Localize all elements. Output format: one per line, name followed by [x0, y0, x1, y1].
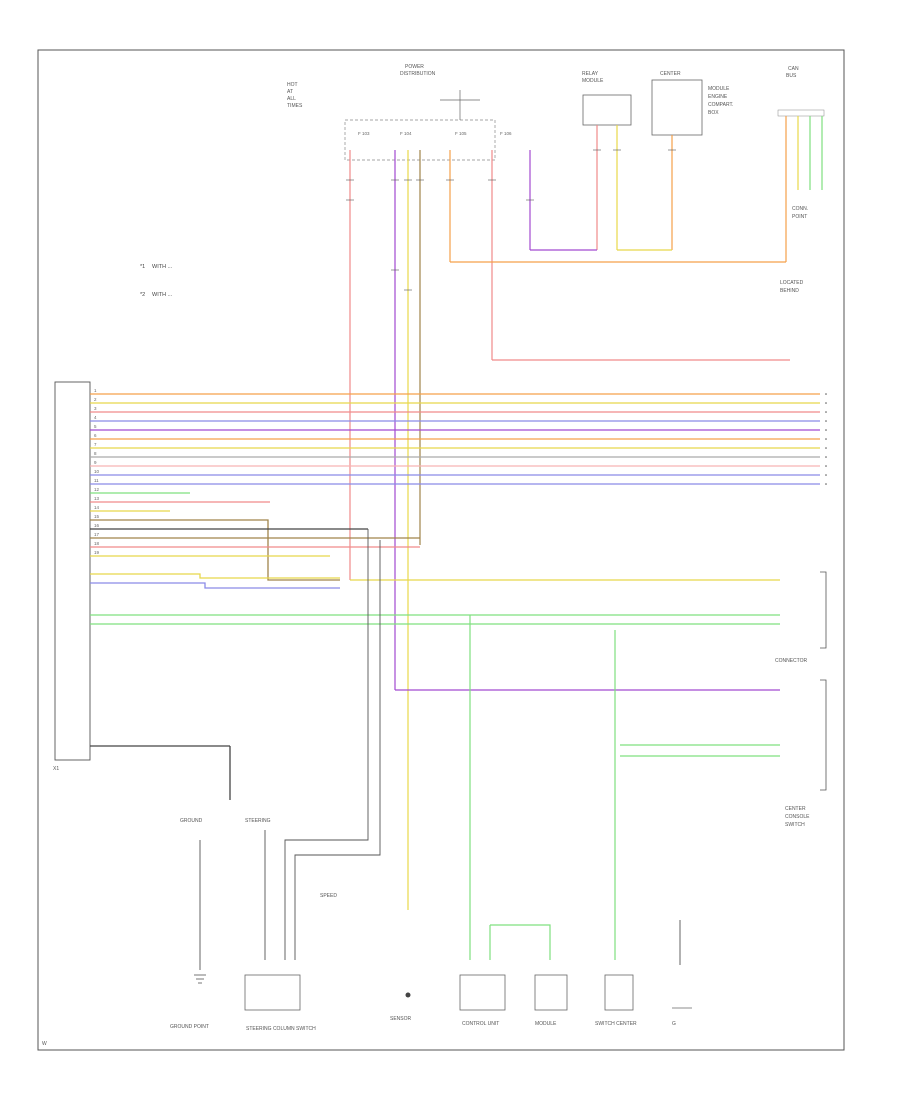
right-terminals	[825, 393, 827, 485]
svg-text:CAN: CAN	[788, 66, 799, 72]
svg-text:13: 13	[94, 496, 100, 501]
top-bus	[450, 249, 790, 361]
svg-text:F 106: F 106	[500, 131, 512, 136]
right-brackets	[820, 571, 827, 791]
svg-text:MODULE: MODULE	[582, 78, 604, 84]
svg-text:1: 1	[94, 388, 97, 393]
ground-symbol	[194, 974, 206, 984]
legend-2-text: WITH ...	[152, 292, 173, 298]
svg-text:18: 18	[94, 541, 100, 546]
legend-2-marker: *2	[140, 292, 145, 298]
center-module	[651, 79, 703, 136]
svg-text:9: 9	[94, 460, 97, 465]
svg-text:POINT: POINT	[792, 214, 807, 220]
svg-text:12: 12	[94, 487, 100, 492]
svg-text:5: 5	[94, 424, 97, 429]
svg-text:CENTER: CENTER	[785, 806, 806, 812]
steering-module-box	[244, 974, 301, 1011]
svg-text:2: 2	[94, 397, 97, 402]
svg-text:19: 19	[94, 550, 100, 555]
svg-text:LOCATED: LOCATED	[780, 280, 804, 286]
svg-text:CONSOLE: CONSOLE	[785, 814, 810, 820]
legend: *1 WITH ... *2 WITH ...	[140, 264, 173, 298]
bottom-components: GROUND POINT STEERING COLUMN SWITCH SENS…	[170, 818, 692, 1032]
svg-text:F 103: F 103	[358, 131, 370, 136]
legend-1-marker: *1	[140, 264, 145, 270]
svg-text:BUS: BUS	[786, 73, 797, 79]
svg-text:ALL: ALL	[287, 96, 296, 102]
svg-text:DISTRIBUTION: DISTRIBUTION	[400, 71, 436, 77]
bottom-label-1: GROUND POINT	[170, 1024, 209, 1030]
svg-text:TIMES: TIMES	[287, 103, 303, 109]
sensor-point	[405, 992, 411, 998]
top-label-1: HOT	[287, 82, 298, 88]
svg-text:GROUND: GROUND	[180, 818, 203, 824]
svg-text:MODULE: MODULE	[708, 86, 730, 92]
bottom-label-5: MODULE	[535, 1021, 557, 1027]
svg-text:14: 14	[94, 505, 100, 510]
vertical-wires	[349, 116, 823, 910]
top-label-2: POWER	[405, 64, 424, 70]
svg-text:10: 10	[94, 469, 100, 474]
svg-text:CENTER: CENTER	[660, 71, 681, 77]
dark-wires	[199, 529, 681, 970]
svg-text:AT: AT	[287, 89, 293, 95]
svg-text:F 105: F 105	[455, 131, 467, 136]
svg-text:BEHIND: BEHIND	[780, 288, 799, 294]
svg-text:SPEED: SPEED	[320, 893, 337, 899]
bottom-label-6: SWITCH CENTER	[595, 1021, 637, 1027]
wire-markers	[346, 149, 676, 291]
svg-text:15: 15	[94, 514, 100, 519]
svg-text:8: 8	[94, 451, 97, 456]
control-unit-a-box	[459, 974, 506, 1011]
horizontal-bus	[90, 393, 820, 800]
green-verticals	[469, 615, 780, 960]
svg-text:CONN.: CONN.	[792, 206, 808, 212]
svg-text:RELAY: RELAY	[582, 71, 599, 77]
svg-text:COMPART.: COMPART.	[708, 102, 733, 108]
svg-text:4: 4	[94, 415, 97, 420]
main-connector-label: X1	[53, 766, 59, 772]
footer-code: W	[42, 1041, 47, 1047]
legend-1-text: WITH ...	[152, 264, 173, 270]
svg-text:6: 6	[94, 433, 97, 438]
svg-text:3: 3	[94, 406, 97, 411]
main-connector	[54, 381, 91, 761]
control-unit-b-box	[534, 974, 568, 1011]
svg-text:SWITCH: SWITCH	[785, 822, 805, 828]
svg-text:CONNECTOR: CONNECTOR	[775, 658, 808, 664]
top-components: HOT AT ALL TIMES POWER DISTRIBUTION F 10…	[287, 64, 825, 294]
svg-text:17: 17	[94, 532, 100, 537]
control-unit-c-box	[604, 974, 634, 1011]
bottom-label-3: SENSOR	[390, 1016, 412, 1022]
bottom-label-7: G	[672, 1021, 676, 1027]
svg-text:STEERING: STEERING	[245, 818, 271, 824]
svg-text:BOX: BOX	[708, 110, 719, 116]
svg-text:7: 7	[94, 442, 97, 447]
diagram-border	[37, 49, 845, 1051]
bottom-label-2: STEERING COLUMN SWITCH	[246, 1026, 316, 1032]
bottom-label-4: CONTROL UNIT	[462, 1021, 499, 1027]
svg-text:F 104: F 104	[400, 131, 412, 136]
svg-text:16: 16	[94, 523, 100, 528]
svg-text:ENGINE: ENGINE	[708, 94, 728, 100]
svg-text:11: 11	[94, 478, 99, 483]
relay-box	[582, 94, 632, 126]
